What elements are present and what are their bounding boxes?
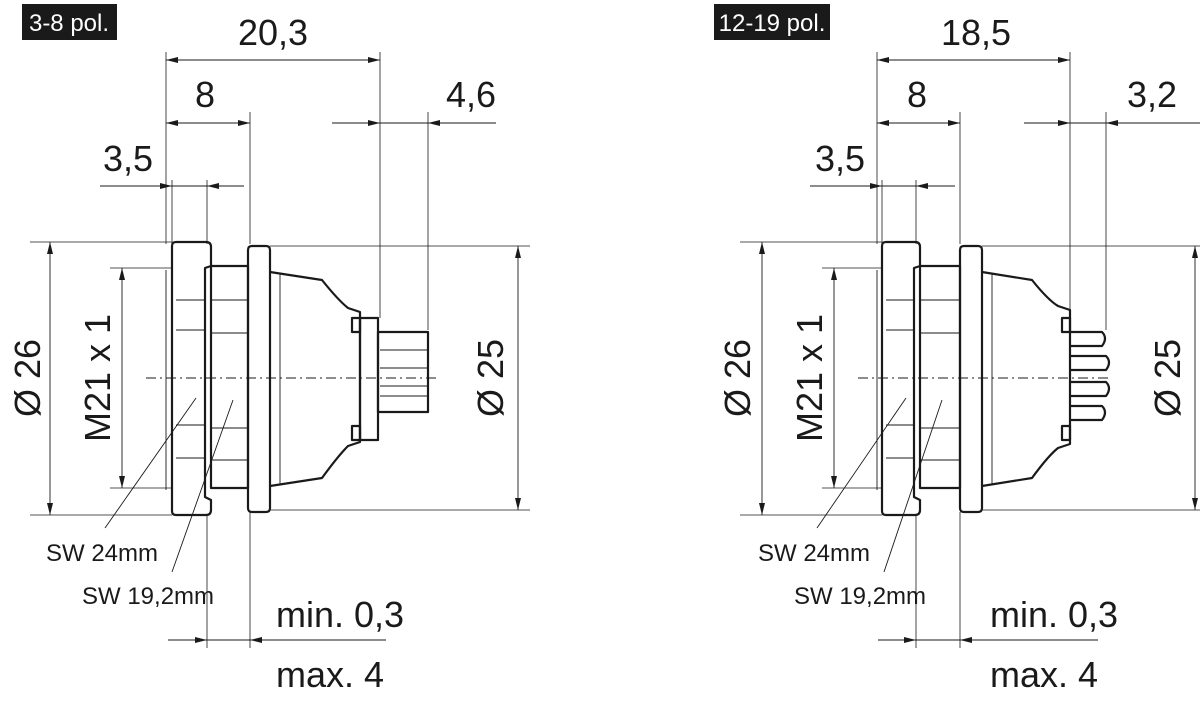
dim-flange-thickness: 3,5 (815, 138, 865, 179)
label-sw-inner: SW 19,2mm (82, 583, 214, 610)
label-sw-inner: SW 19,2mm (794, 583, 926, 610)
dimension-labels: 20,3 8 4,6 3,5 Ø 26 M21 x 1 Ø 25 SW 24mm… (7, 12, 511, 695)
label-sw-outer: SW 24mm (758, 540, 870, 567)
view-tag-badge (22, 4, 117, 40)
dim-front-diameter: Ø 26 (7, 339, 48, 417)
dim-overall-length: 18,5 (941, 12, 1011, 53)
dim-panel-min: min. 0,3 (276, 594, 404, 635)
dimension-labels: 18,5 8 3,2 3,5 Ø 26 M21 x 1 Ø 25 SW 24mm… (717, 12, 1188, 695)
dim-panel-max: max. 4 (276, 654, 384, 695)
dim-pin-length: 3,2 (1127, 74, 1177, 115)
extension-lines (30, 52, 530, 648)
dim-flange-thickness: 3,5 (103, 138, 153, 179)
dim-panel-min: min. 0,3 (990, 594, 1118, 635)
label-sw-outer: SW 24mm (46, 540, 158, 567)
dimension-lines (47, 57, 521, 643)
dim-overall-length: 20,3 (238, 12, 308, 53)
dim-rear-diameter: Ø 25 (1147, 339, 1188, 417)
view-right: 12-19 pol. (714, 4, 1200, 695)
dim-front-diameter: Ø 26 (717, 339, 758, 417)
view-left: 3-8 pol. (7, 4, 530, 695)
view-tag-badge (714, 4, 830, 40)
extension-lines (740, 52, 1200, 648)
dim-front-length: 8 (195, 74, 215, 115)
view-tag-label: 12-19 pol. (719, 10, 826, 37)
view-tag-label: 3-8 pol. (29, 10, 109, 37)
dim-panel-max: max. 4 (990, 654, 1098, 695)
dim-thread: M21 x 1 (789, 314, 830, 442)
dim-front-length: 8 (907, 74, 927, 115)
connector-body (876, 240, 1111, 517)
dim-pin-length: 4,6 (446, 74, 496, 115)
connector-body (165, 240, 430, 517)
dimension-lines (759, 57, 1200, 643)
dim-thread: M21 x 1 (77, 314, 118, 442)
dim-rear-diameter: Ø 25 (470, 339, 511, 417)
